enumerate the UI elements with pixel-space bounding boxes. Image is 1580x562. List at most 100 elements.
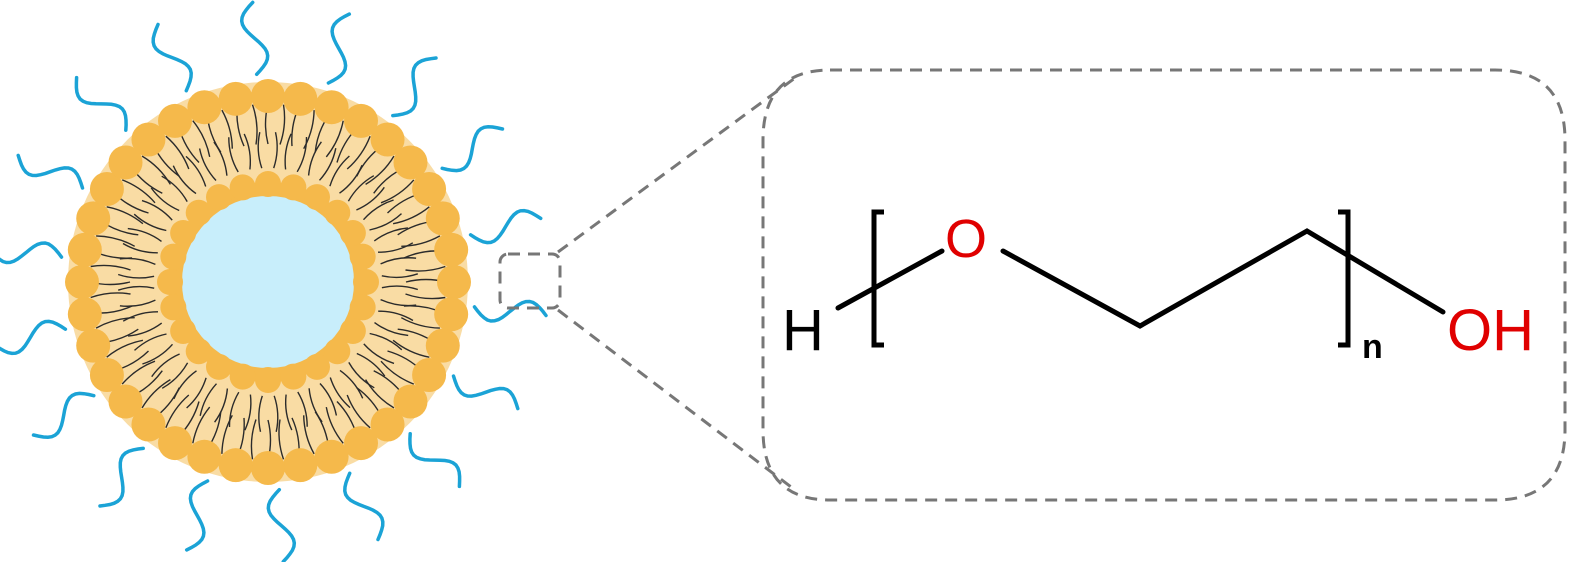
lipid-tail [325, 406, 344, 444]
lipid-tail [151, 353, 180, 378]
lipid-tail [339, 369, 364, 399]
inner-head-group [280, 174, 307, 201]
inner-head-group [255, 171, 281, 197]
lipid-tail [362, 199, 394, 221]
lipid-tail [380, 179, 415, 204]
peg-chain [31, 391, 96, 439]
lipid-tail [273, 132, 278, 169]
lipid-tail [392, 206, 430, 225]
peg-chain [391, 56, 438, 118]
peg-chain [468, 208, 543, 245]
lipid-tail [405, 293, 446, 300]
lipid-tail [117, 285, 155, 291]
outer-head-group [251, 451, 285, 485]
lipid-tail [228, 391, 240, 428]
outer-head-group [218, 81, 253, 116]
lipid-tail [119, 299, 156, 307]
peg-chain [16, 153, 85, 190]
peg-chain [472, 299, 548, 323]
callout-line-bottom [557, 308, 796, 492]
lipid-tail [278, 419, 285, 460]
lipid-tail [369, 213, 402, 231]
atom-h-terminal: H [782, 298, 824, 363]
lipid-tail [250, 419, 257, 460]
lipid-tail [346, 394, 371, 429]
lipid-tail [90, 264, 131, 271]
outer-head-group [393, 145, 428, 180]
lipid-tail [172, 165, 197, 195]
callout-target-box [761, 68, 1567, 502]
inner-head-group [229, 174, 256, 201]
lipid-tail [380, 257, 417, 265]
lipid-tail [221, 414, 233, 454]
inner-head-group [206, 184, 232, 211]
outer-head-group [425, 328, 460, 363]
lipid-tail [405, 265, 446, 272]
outer-head-group [131, 407, 166, 442]
inner-head-group [349, 294, 376, 321]
lipid-tail [308, 388, 323, 423]
lipid-tail [221, 109, 233, 149]
lipid-tail [356, 186, 385, 211]
inner-head-group [304, 353, 330, 380]
inner-head-group [353, 269, 379, 295]
peg-chain [0, 241, 64, 265]
lipid-tail [199, 383, 218, 416]
outer-head-group [108, 145, 143, 180]
lipid-tail [373, 227, 408, 242]
lipid-tail [192, 120, 211, 158]
lipid-tail [192, 406, 211, 444]
outer-head-group [187, 439, 222, 474]
lipid-tail [119, 257, 156, 266]
lipid-tail [400, 317, 440, 329]
lipid-tail [90, 292, 131, 299]
outer-head-group [158, 103, 192, 138]
atom-oh-terminal: OH [1447, 298, 1534, 363]
lipid-tail [95, 317, 135, 329]
aqueous-core [182, 196, 354, 368]
lipid-tail [122, 311, 159, 322]
lipid-tail [307, 141, 322, 176]
inner-head-group [206, 353, 232, 380]
atom-oxygen: O [945, 209, 987, 269]
lipid-tail [121, 179, 156, 204]
lipid-tail [303, 110, 315, 150]
outer-head-group [67, 297, 102, 332]
lipid-tail [243, 133, 252, 170]
lipid-tail [141, 199, 173, 221]
outer-head-group [187, 90, 222, 125]
lipid-tail [392, 339, 430, 358]
outer-head-group [108, 384, 143, 419]
lipid-tail [346, 135, 371, 170]
lipid-tail [279, 104, 286, 145]
lipid-tail [296, 136, 308, 173]
inner-head-group [304, 184, 330, 211]
inner-head-group [170, 318, 197, 344]
lipid-tail [213, 141, 228, 176]
outer-head-group [314, 439, 349, 474]
callout-source-box [498, 252, 562, 310]
lipid-tail [369, 332, 403, 351]
outer-head-group [437, 265, 471, 299]
lipid-tail [284, 133, 292, 170]
lipid-tail [228, 137, 239, 173]
inner-head-group [339, 318, 366, 344]
outer-head-group [283, 81, 318, 116]
lipid-tail [365, 155, 395, 186]
inner-head-group [157, 269, 183, 295]
inner-head-group [349, 243, 376, 270]
lipid-tail [161, 175, 188, 202]
lipid-tail [284, 394, 293, 431]
lipid-tail [106, 339, 144, 358]
lipid-tail [173, 370, 197, 400]
peg-chain [326, 12, 352, 85]
lipid-tail [381, 285, 419, 291]
lipid-tail [378, 310, 414, 322]
outer-head-group [370, 122, 405, 157]
outer-head-group [344, 103, 378, 138]
outer-head-group [425, 201, 460, 236]
inner-head-group [229, 363, 256, 390]
inner-head-group [185, 199, 212, 226]
lipid-tail [401, 235, 441, 247]
